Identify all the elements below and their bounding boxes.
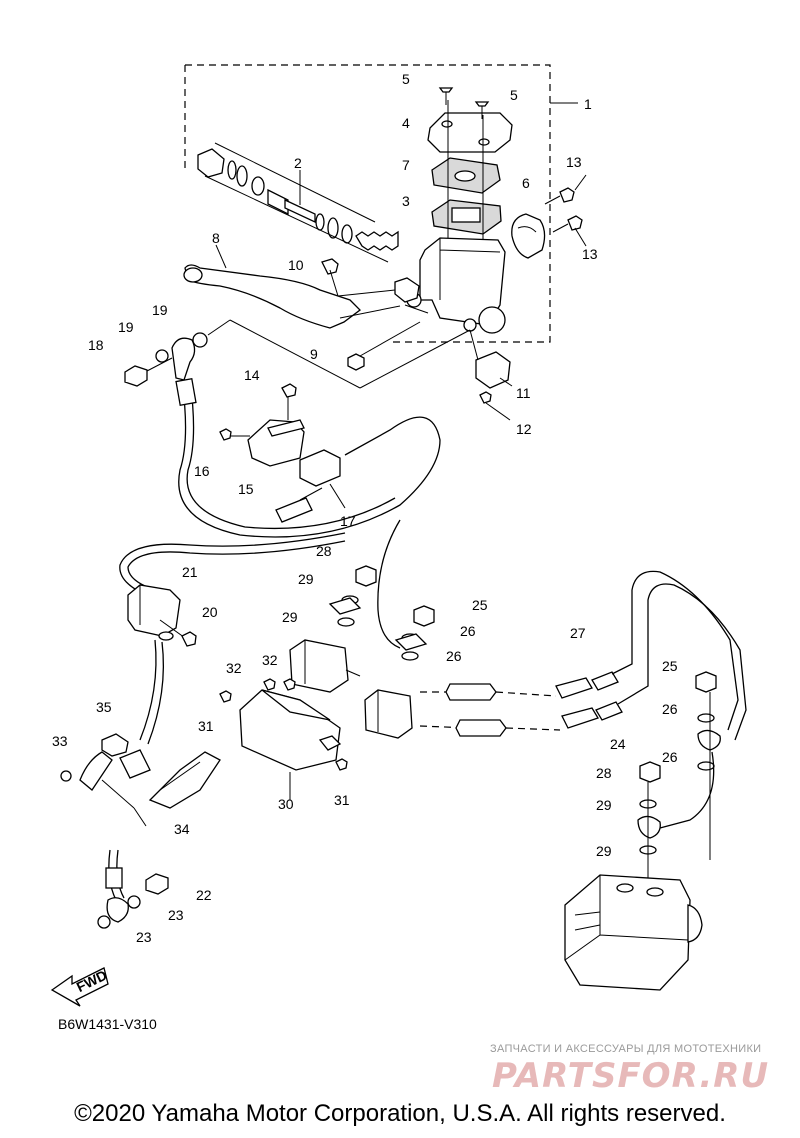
callout-29: 29 [282,609,298,625]
callout-13: 13 [582,246,598,262]
callout-30: 30 [278,796,294,812]
callout-21: 21 [182,564,198,580]
callout-19: 19 [118,319,134,335]
callout-13: 13 [566,154,582,170]
callout-6: 6 [522,175,530,191]
callout-28: 28 [316,543,332,559]
callout-25: 25 [472,597,488,613]
abs-joint-area [219,519,435,800]
callout-5: 5 [402,71,410,87]
callout-12: 12 [516,421,532,437]
callout-32: 32 [226,660,242,676]
callout-17: 17 [340,513,356,529]
callout-35: 35 [96,699,112,715]
watermark-tagline: ЗАПЧАСТИ И АКСЕССУАРЫ ДЛЯ МОТОТЕХНИКИ [490,1043,762,1055]
callout-22: 22 [196,887,212,903]
callout-25: 25 [662,658,678,674]
watermark-logo: PARTSFOR.RU [492,1056,770,1096]
lower-left-hose [60,532,346,929]
callout-16: 16 [194,463,210,479]
callout-23: 23 [168,907,184,923]
callout-15: 15 [238,481,254,497]
callout-29: 29 [596,797,612,813]
callout-5: 5 [510,87,518,103]
callout-1: 1 [584,96,592,112]
callout-labels: 1 2 3 4 5 5 6 7 8 9 10 11 12 13 13 14 15… [52,71,678,945]
callout-3: 3 [402,193,410,209]
callout-20: 20 [202,604,218,620]
callout-28: 28 [596,765,612,781]
callout-19: 19 [152,302,168,318]
callout-26: 26 [662,749,678,765]
callout-26: 26 [460,623,476,639]
callout-8: 8 [212,230,220,246]
callout-33: 33 [52,733,68,749]
callout-27: 27 [570,625,586,641]
diagram-code: B6W1431-V310 [58,1016,157,1032]
callout-32: 32 [262,652,278,668]
callout-4: 4 [402,115,410,131]
parts-diagram: FWD 1 2 3 4 5 5 6 7 8 9 10 11 12 13 13 1… [50,64,747,1007]
callout-23: 23 [136,929,152,945]
brake-pipes [419,570,747,991]
fwd-arrow: FWD [50,967,109,1007]
callout-29: 29 [298,571,314,587]
callout-34: 34 [174,821,190,837]
callout-26: 26 [446,648,462,664]
callout-26: 26 [662,701,678,717]
master-cylinder-assembly [183,64,587,421]
upper-brake-hose [124,319,471,538]
callout-29: 29 [596,843,612,859]
callout-10: 10 [288,257,304,273]
callout-9: 9 [310,346,318,362]
callout-7: 7 [402,157,410,173]
callout-2: 2 [294,155,302,171]
callout-31: 31 [334,792,350,808]
callout-24: 24 [610,736,626,752]
callout-18: 18 [88,337,104,353]
callout-11: 11 [516,385,531,401]
callout-14: 14 [244,367,260,383]
copyright-notice: ©2020 Yamaha Motor Corporation, U.S.A. A… [74,1100,726,1127]
callout-31: 31 [198,718,214,734]
